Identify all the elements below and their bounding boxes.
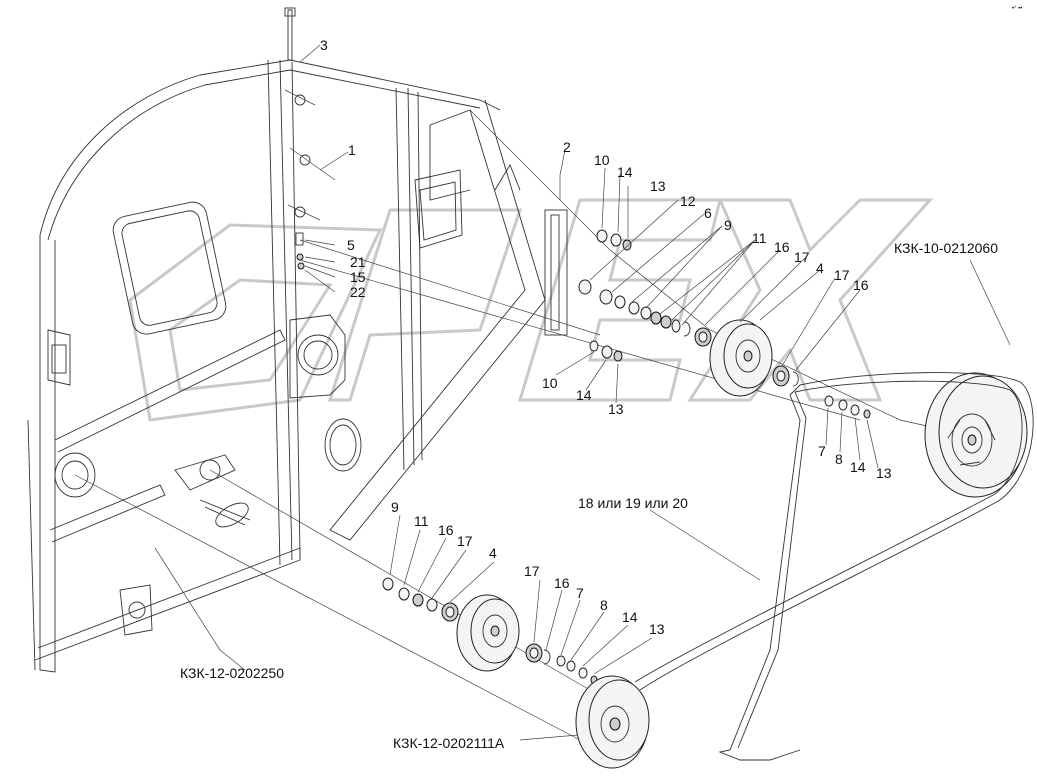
lower-shaft-parts [74, 469, 650, 769]
callout-1: 1 [348, 142, 356, 158]
callout-16-upper-a: 16 [774, 239, 790, 255]
callout-10-upper: 10 [594, 152, 610, 168]
assembly-code-bottom-left: КЗК-12-0202250 [180, 665, 284, 681]
callout-16-lower: 16 [438, 522, 454, 538]
callout-14-bottom: 14 [622, 609, 638, 625]
callout-7-bottom: 7 [576, 585, 584, 601]
callout-5: 5 [347, 237, 355, 253]
callout-11-upper: 11 [752, 230, 767, 246]
watermark [128, 198, 934, 422]
callout-14-mid: 14 [576, 387, 592, 403]
side-panel [27, 7, 568, 673]
callout-3: 3 [320, 37, 328, 53]
callout-10-mid: 10 [542, 375, 558, 391]
callout-17-upper-b: 17 [834, 267, 850, 283]
callout-11-lower: 11 [414, 513, 429, 529]
assembly-code-top-right: КЗК-10-0212060 [894, 240, 998, 256]
upper-shaft-parts [299, 109, 991, 441]
leader-lines [154, 44, 1011, 741]
callout-4-upper: 4 [816, 260, 824, 276]
callout-12: 12 [680, 193, 696, 209]
callout-15: 15 [350, 269, 366, 285]
corner-mark: •° •• [1012, 6, 1022, 12]
callout-6: 6 [704, 205, 712, 221]
callout-17-lower: 17 [457, 533, 473, 549]
callout-13-bottom: 13 [649, 621, 665, 637]
callout-14-upper: 14 [617, 164, 633, 180]
callout-21: 21 [350, 254, 366, 270]
drive-belt [634, 372, 1034, 761]
callout-8-right: 8 [835, 451, 843, 467]
callout-7-right: 7 [818, 443, 826, 459]
callout-17-bottom: 17 [524, 563, 540, 579]
callout-17-upper-a: 17 [794, 249, 810, 265]
callout-2: 2 [563, 139, 571, 155]
callout-4-lower: 4 [489, 545, 497, 561]
callout-16-upper-b: 16 [853, 277, 869, 293]
callout-22: 22 [350, 284, 366, 300]
assembly-code-bottom: КЗК-12-0202111А [393, 735, 505, 751]
right-large-pulley [924, 372, 1028, 498]
belt-note: 18 или 19 или 20 [578, 495, 688, 511]
callout-13-right: 13 [876, 465, 892, 481]
callout-labels: 3 1 2 5 21 15 22 10 14 13 12 6 9 11 16 1… [180, 6, 1022, 751]
callout-9-lower: 9 [391, 499, 399, 515]
callout-9-upper: 9 [724, 217, 732, 233]
callout-13-mid: 13 [608, 401, 624, 417]
callout-14-right: 14 [850, 459, 866, 475]
callout-13-upper: 13 [650, 178, 666, 194]
callout-16-bottom: 16 [554, 575, 570, 591]
callout-8-bottom: 8 [600, 597, 608, 613]
